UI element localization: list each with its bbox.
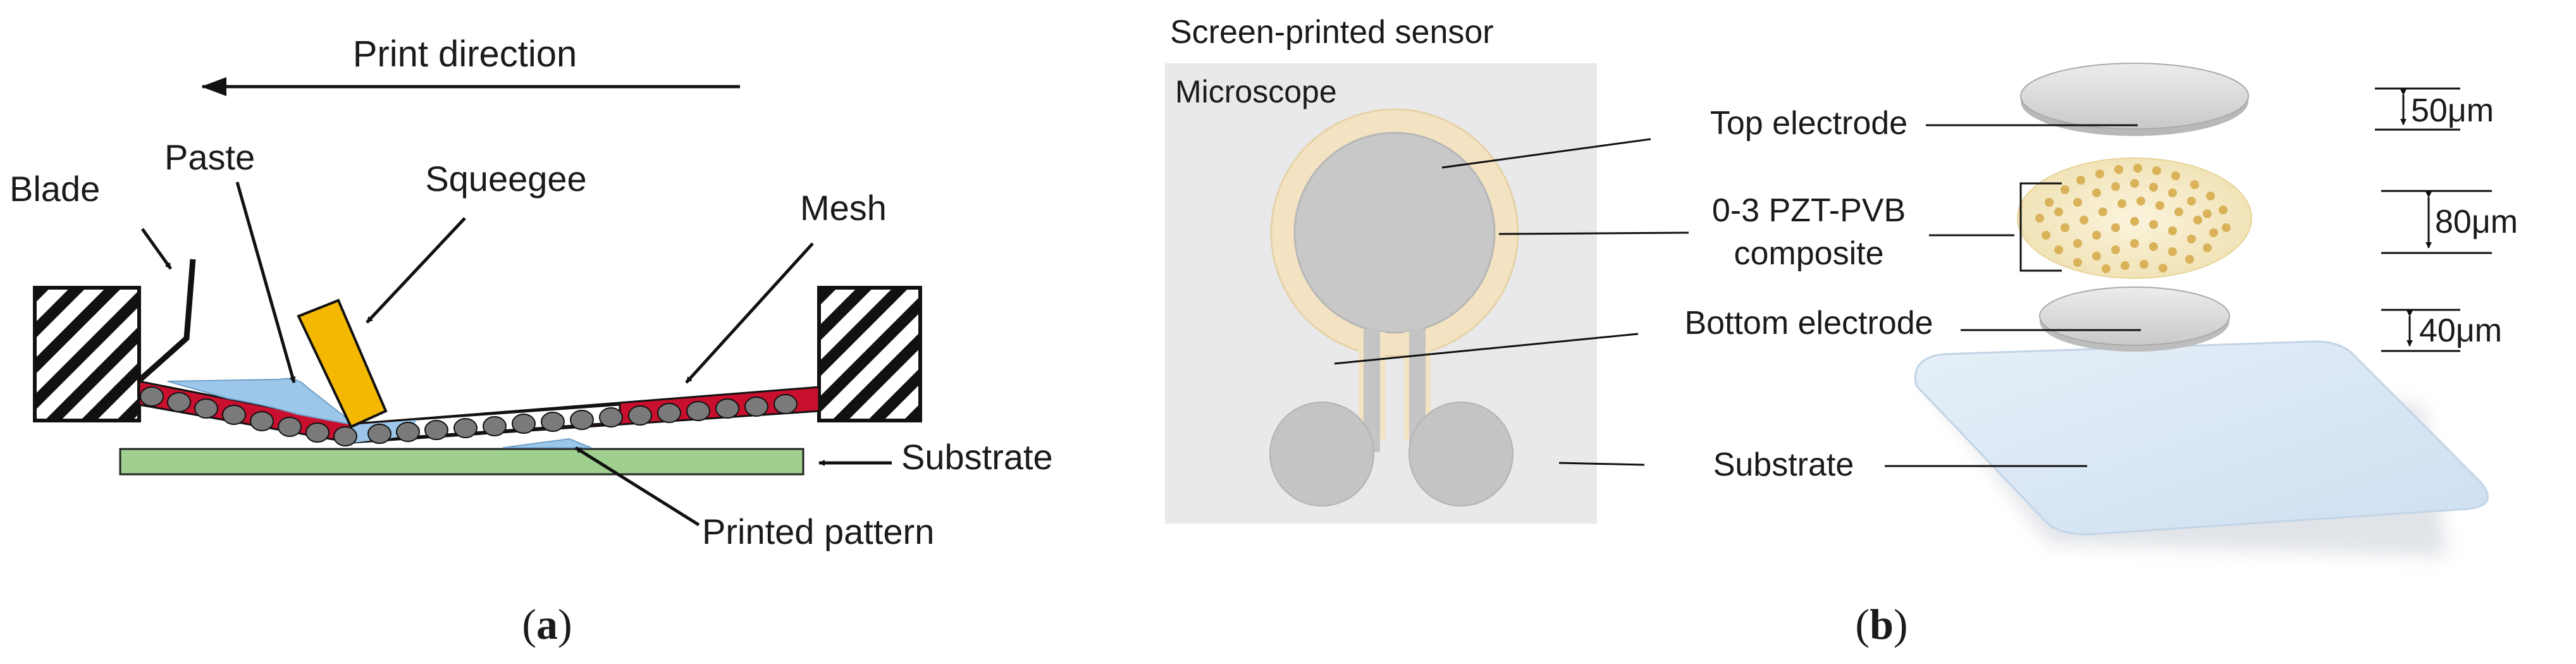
composite-bracket (2019, 182, 2062, 272)
substrate-bar-a (119, 448, 804, 476)
thickness-bottom-label: 40μm (2419, 312, 2502, 349)
panel-a: Print direction (9, 34, 1053, 648)
blade-arrow (140, 228, 173, 270)
screen-printed-sensor-label: Screen-printed sensor (1170, 14, 1494, 51)
composite-label-line1: 0-3 PZT-PVB (1712, 192, 1906, 229)
top-electrode-leader-left (1441, 138, 1651, 169)
composite-particles (2035, 164, 2231, 273)
squeegee-label: Squeegee (425, 159, 586, 199)
right-frame (817, 286, 922, 422)
mesh-label: Mesh (800, 188, 887, 228)
left-frame (33, 286, 141, 422)
bottom-electrode-label: Bottom electrode (1684, 305, 1933, 341)
panel-b: Screen-printed sensor Microscope (1165, 14, 2518, 648)
substrate-label-b: Substrate (1713, 446, 1854, 483)
top-electrode-shape (2020, 63, 2249, 130)
printed-pattern-shape (502, 438, 592, 448)
composite-leader-left (1498, 231, 1689, 235)
caption-a: (a) (522, 600, 572, 648)
paste-label: Paste (164, 137, 255, 177)
particles-a (140, 386, 798, 446)
dim-composite (2381, 190, 2492, 254)
bottom-electrode-top (2039, 286, 2230, 346)
thickness-top-label: 50μm (2411, 92, 2494, 129)
top-electrode-label: Top electrode (1710, 105, 1907, 142)
print-direction-label: Print direction (353, 34, 577, 75)
dim-bottom (2381, 309, 2460, 352)
dim-top (2375, 87, 2460, 131)
blade-label: Blade (9, 169, 100, 209)
squeegee-shape (297, 298, 388, 429)
printed-pattern-arrow (574, 446, 700, 527)
composite-label-line2: composite (1734, 235, 1884, 272)
squeegee-arrow (366, 217, 466, 324)
mesh-arrow (685, 242, 814, 384)
substrate-label-a: Substrate (901, 437, 1053, 477)
caption-b: (b) (1855, 600, 1907, 648)
substrate-plate (1914, 340, 2489, 536)
sensor-photo (1269, 108, 1519, 507)
microscope-label: Microscope (1175, 74, 1337, 109)
substrate-leader-left (1558, 462, 1645, 466)
thickness-composite-label: 80μm (2435, 204, 2518, 240)
paste-arrow (235, 181, 296, 383)
bottom-electrode-leader-left (1334, 333, 1639, 365)
printed-pattern-label: Printed pattern (702, 512, 934, 551)
blade-shape (139, 259, 196, 382)
